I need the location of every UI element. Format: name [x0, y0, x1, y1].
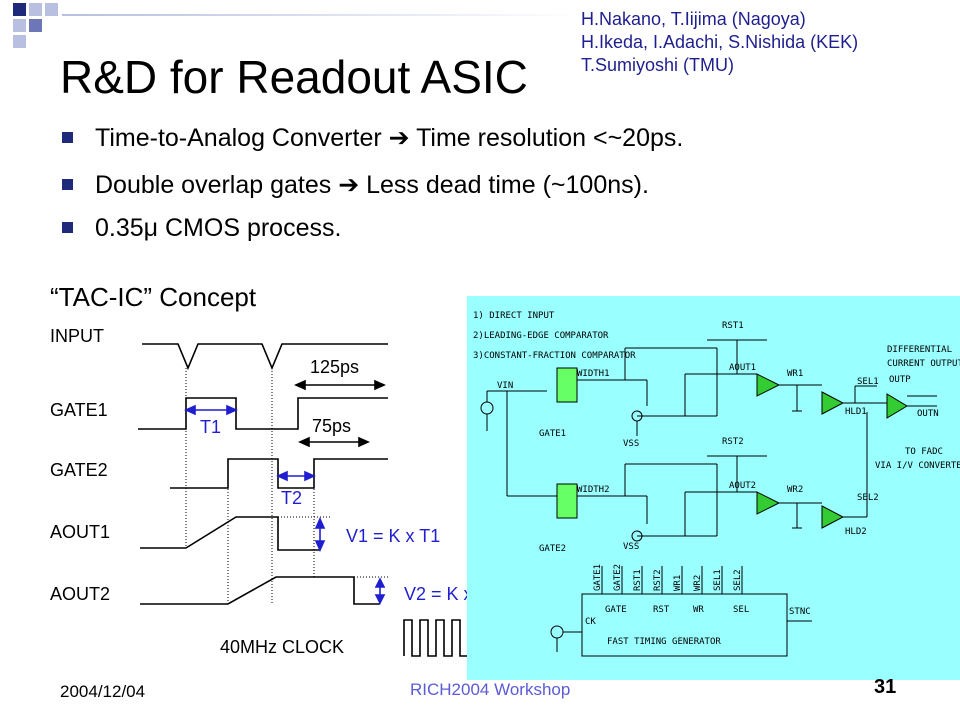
signal-label-input: INPUT	[50, 326, 104, 346]
sch-label-vin: VIN	[497, 381, 513, 391]
sch-label-wr1: WR1	[787, 369, 803, 379]
deco-square-3	[45, 3, 58, 16]
label-clock: 40MHz CLOCK	[220, 637, 345, 657]
title-rule	[62, 14, 582, 16]
signal-label-aout2: AOUT2	[50, 584, 111, 604]
sch-label-width1: WIDTH1	[577, 369, 610, 379]
gate2-waveform	[170, 458, 388, 489]
sch-label-width2: WIDTH2	[577, 485, 610, 495]
sch-ftg-top: GATE2	[613, 564, 623, 591]
sch-ftg-port: RST	[653, 605, 670, 615]
bullet-square-icon	[62, 221, 73, 233]
label-75ps: 75ps	[312, 416, 352, 436]
input-waveform	[142, 343, 388, 371]
sch-label-outp: OUTP	[889, 375, 911, 385]
sch-label-fadc1: TO FADC	[905, 447, 943, 457]
deco-square-2	[29, 3, 42, 16]
sch-ftg-top: RST1	[633, 569, 643, 591]
sch-label-fadc2: VIA I/V CONVERTER	[875, 461, 960, 471]
page-number: 31	[874, 676, 897, 698]
deco-square-5	[29, 19, 42, 32]
schematic-drawing: 1) DIRECT INPUT 2)LEADING-EDGE COMPARATO…	[473, 311, 960, 657]
sch-label-aout2: AOUT2	[729, 481, 756, 491]
sch-label-gate1: GATE1	[539, 429, 566, 439]
footer-event: RICH2004 Workshop	[410, 680, 571, 699]
sch-label-diff2: CURRENT OUTPUT	[887, 359, 960, 369]
sch-label-stnc: STNC	[789, 607, 811, 617]
footer-date: 2004/12/04	[60, 682, 146, 701]
sch-note-1: 1) DIRECT INPUT	[473, 311, 555, 321]
sch-label-ck: CK	[585, 617, 596, 627]
bullet-text: Time-to-Analog Converter ➔ Time resoluti…	[95, 124, 684, 152]
label-t1: T1	[200, 417, 222, 437]
authors-block: H.Nakano, T.Iijima (Nagoya) H.Ikeda, I.A…	[581, 8, 858, 77]
sch-label-rst2: RST2	[722, 437, 744, 447]
sch-label-gate2: GATE2	[539, 544, 566, 554]
author-line: H.Ikeda, I.Adachi, S.Nishida (KEK)	[581, 32, 859, 52]
deco-square-1	[13, 3, 26, 16]
sch-ftg-port: GATE	[605, 605, 627, 615]
circuit-schematic: 1) DIRECT INPUT 2)LEADING-EDGE COMPARATO…	[467, 296, 960, 680]
author-line: T.Sumiyoshi (TMU)	[581, 55, 735, 75]
sch-ftg-port: WR	[693, 605, 704, 615]
sch-ftg-port: SEL	[733, 605, 749, 615]
deco-square-4	[13, 19, 26, 32]
sch-label-ftg: FAST TIMING GENERATOR	[607, 637, 721, 647]
sch-label-aout1: AOUT1	[729, 363, 756, 373]
sch-ftg-top: SEL2	[733, 569, 743, 591]
sch-label-hld2: HLD2	[845, 527, 867, 537]
sch-ftg-top: WR1	[673, 575, 683, 591]
sch-note-3: 3)CONSTANT-FRACTION COMPARATOR	[473, 351, 636, 361]
sch-note-2: 2)LEADING-EDGE COMPARATOR	[473, 331, 609, 341]
sch-label-diff1: DIFFERENTIAL	[887, 345, 952, 355]
sch-label-hld1: HLD1	[845, 407, 867, 417]
sch-label-sel2: SEL2	[857, 493, 879, 503]
sch-label-wr2: WR2	[787, 485, 803, 495]
bullet-text: Double overlap gates ➔ Less dead time (~…	[95, 171, 649, 199]
signal-label-gate1: GATE1	[50, 400, 108, 420]
gate1-waveform	[138, 397, 388, 430]
deco-square-6	[13, 35, 26, 48]
bullet-square-icon	[62, 131, 73, 143]
sch-label-sel1: SEL1	[857, 377, 879, 387]
sch-label-vss2: VSS	[623, 542, 639, 552]
bullet-text: 0.35μ CMOS process.	[95, 214, 342, 242]
label-v1: V1 = K x T1	[346, 526, 441, 546]
sch-ftg-top: GATE1	[593, 564, 603, 591]
sch-label-vss1: VSS	[623, 439, 639, 449]
sch-ftg-top: RST2	[653, 569, 663, 591]
label-125ps: 125ps	[310, 357, 360, 377]
bullet-item: Double overlap gates ➔ Less dead time (~…	[62, 170, 649, 200]
signal-label-aout1: AOUT1	[50, 522, 111, 542]
bullet-square-icon	[62, 178, 73, 190]
aout2-waveform	[140, 576, 380, 605]
concept-title: “TAC-IC” Concept	[50, 282, 257, 312]
slide-title: R&D for Readout ASIC	[60, 51, 528, 103]
bullet-item: Time-to-Analog Converter ➔ Time resoluti…	[62, 123, 683, 153]
sch-label-outn: OUTN	[917, 409, 939, 419]
sch-ftg-top: WR2	[693, 575, 703, 591]
bullet-item: 0.35μ CMOS process.	[62, 214, 341, 243]
aout1-waveform	[140, 516, 320, 551]
signal-label-gate2: GATE2	[50, 460, 108, 480]
sch-ftg-top: SEL1	[713, 569, 723, 591]
label-t2: T2	[281, 488, 303, 508]
author-line: H.Nakano, T.Iijima (Nagoya)	[581, 9, 806, 29]
sch-label-rst1: RST1	[722, 321, 744, 331]
